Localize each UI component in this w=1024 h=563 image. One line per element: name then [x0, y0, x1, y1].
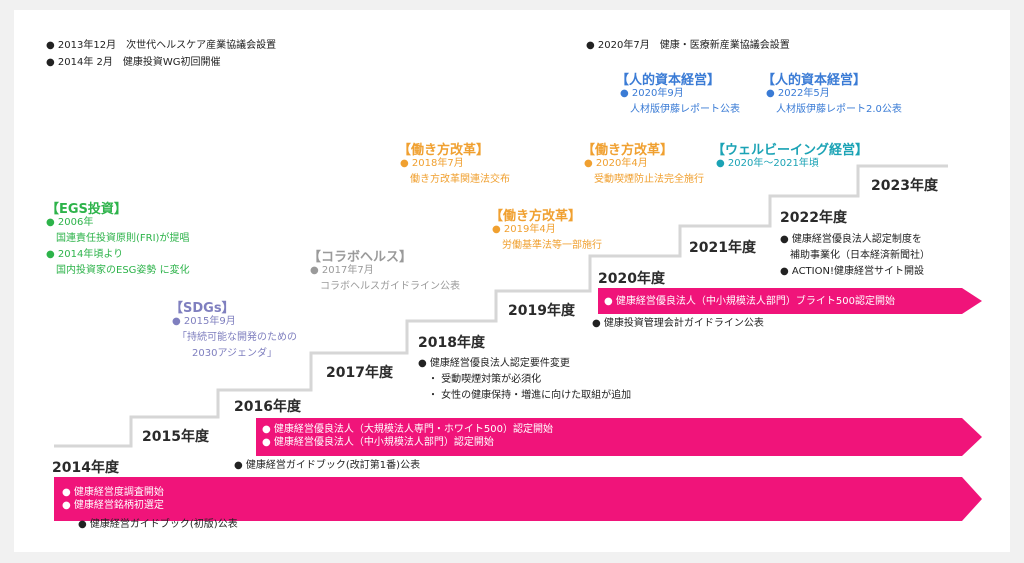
year-2021: 2021年度: [689, 240, 756, 256]
sdgs-title: 【SDGs】: [170, 301, 235, 316]
staircase-line: [54, 164, 948, 448]
year-2019: 2019年度: [508, 303, 575, 319]
event-2014-02: ● 2014年 2月 健康投資WG初回開催: [46, 57, 221, 68]
esg-title: 【EGS投資】: [46, 202, 127, 217]
collab-notes: ● 2017年7月 コラボヘルスガイドライン公表: [310, 265, 460, 292]
work-reform-2019-notes: ● 2019年4月 労働基準法等一部施行: [492, 224, 602, 251]
arrow-2016-text: ● 健康経営優良法人（大規模法人専門・ホワイト500）認定開始● 健康経営優良法…: [262, 424, 553, 448]
collab-title: 【コラボヘルス】: [308, 250, 413, 265]
arrow-2016: [256, 418, 982, 456]
sdgs-notes: ● 2015年9月 「持続可能な開発のための 2030アジェンダ」: [172, 316, 297, 359]
work-reform-2019-title: 【働き方改革】: [490, 209, 582, 224]
year-2020: 2020年度: [598, 271, 665, 287]
wellbeing-notes: ● 2020年～2021年頃: [716, 158, 819, 169]
human-capital-2022-title: 【人的資本経営】: [762, 73, 867, 88]
human-capital-2020-notes: ● 2020年9月 人材版伊藤レポート公表: [620, 88, 740, 115]
work-reform-2018-notes: ● 2018年7月 働き方改革関連法交布: [400, 158, 510, 185]
arrow-2020-text: ● 健康経営優良法人（中小規模法人部門）ブライト500認定開始: [604, 296, 895, 307]
note-2020: ● 健康投資管理会計ガイドライン公表: [592, 318, 764, 329]
note-2014: ● 健康経営ガイドブック(初版)公表: [78, 519, 238, 530]
arrow-2014: [54, 477, 982, 521]
year-2018: 2018年度: [418, 335, 485, 351]
arrow-2020: [598, 288, 982, 314]
event-2013-12: ● 2013年12月 次世代ヘルスケア産業協議会設置: [46, 40, 277, 51]
year-2015: 2015年度: [142, 429, 209, 445]
event-2020-07: ● 2020年7月 健康・医療新産業協議会設置: [586, 40, 790, 51]
human-capital-2022-notes: ● 2022年5月 人材版伊藤レポート2.0公表: [766, 88, 902, 115]
year-2022: 2022年度: [780, 210, 847, 226]
note-2018: ● 健康経営優良法人認定要件変更 ・ 受動喫煙対策が必須化 ・ 女性の健康保持・…: [418, 358, 632, 401]
timeline-card: [14, 10, 1010, 552]
arrow-2014-text: ● 健康経営度調査開始● 健康経営銘柄初選定: [62, 487, 164, 511]
year-2014: 2014年度: [52, 460, 119, 476]
work-reform-2020-title: 【働き方改革】: [582, 143, 674, 158]
wellbeing-title: 【ウェルビーイング経営】: [712, 143, 869, 158]
human-capital-2020-title: 【人的資本経営】: [616, 73, 721, 88]
year-2017: 2017年度: [326, 365, 393, 381]
work-reform-2018-title: 【働き方改革】: [398, 143, 490, 158]
note-2016: ● 健康経営ガイドブック(改訂第1番)公表: [234, 460, 421, 471]
year-2016: 2016年度: [234, 399, 301, 415]
note-2022: ● 健康経営優良法人認定制度を 補助事業化（日本経済新聞社）● ACTION!健…: [780, 234, 930, 277]
esg-notes: ● 2006年 国連責任投資原則(FRI)が提唱● 2014年頃より 国内投資家…: [46, 217, 190, 276]
year-2023: 2023年度: [871, 178, 938, 194]
work-reform-2020-notes: ● 2020年4月 受動喫煙防止法完全施行: [584, 158, 704, 185]
